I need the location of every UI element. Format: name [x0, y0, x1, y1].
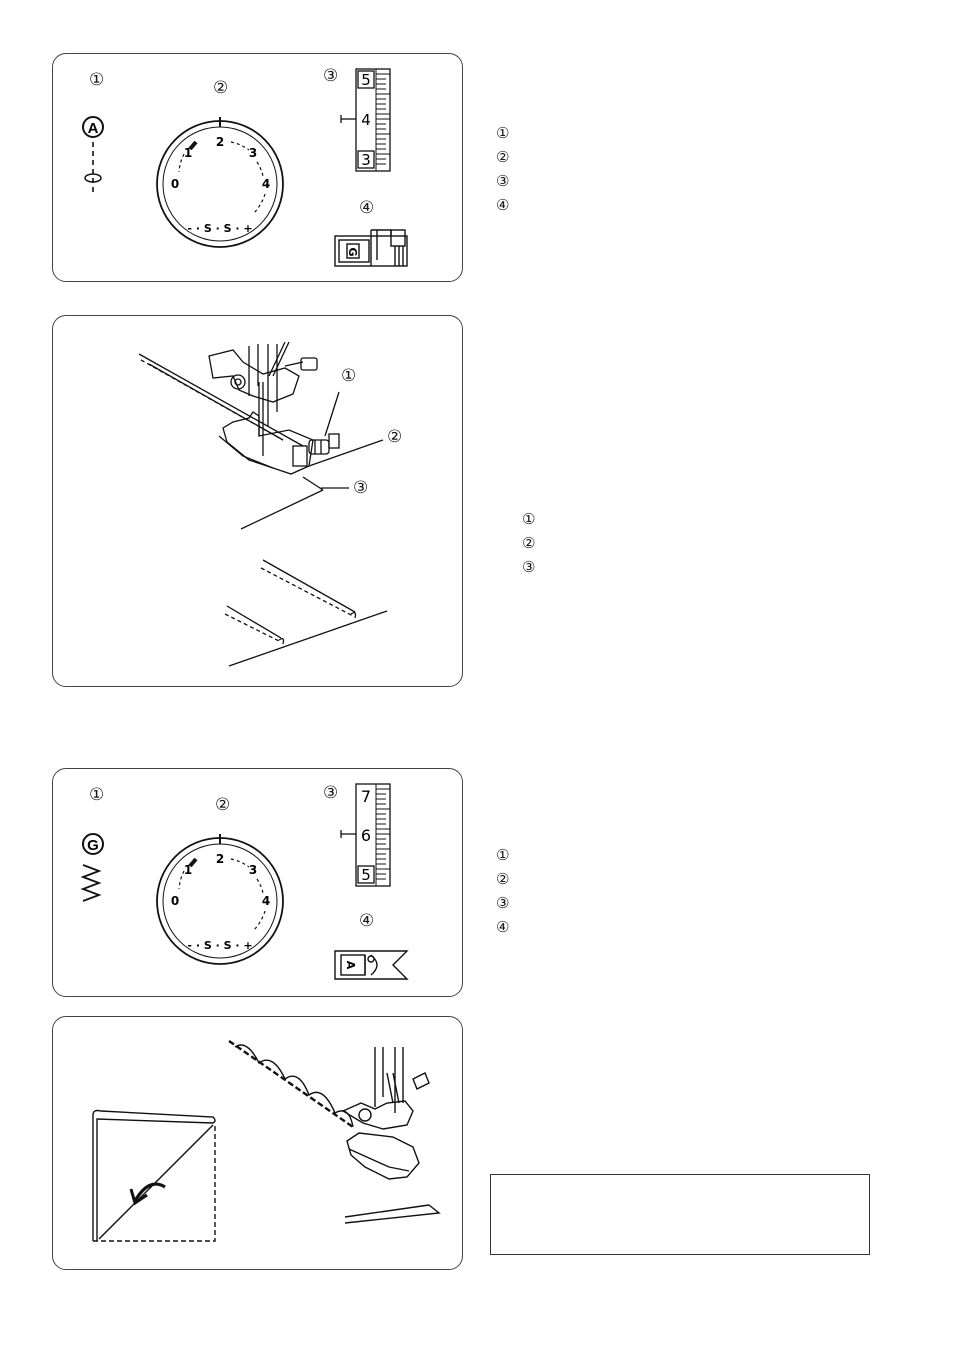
scale-num-bottom: 5 [361, 866, 371, 884]
legend-1: ① ② ③ ④ [496, 121, 509, 217]
legend-item: ③ [496, 172, 510, 190]
pattern-letter-circle [82, 833, 104, 855]
dial-num-0: 0 [171, 894, 179, 908]
settings-illustration: A 2 3 4 1 0 - · S · S · + 5 4 [82, 68, 408, 267]
dial-num-4: 4 [262, 177, 270, 191]
note-box [490, 1174, 870, 1255]
legend-item: ④ [496, 918, 510, 936]
callout-3: ③ [323, 783, 339, 803]
callout-1: ① [89, 70, 105, 90]
legend-item: ② [522, 534, 536, 552]
stitch-width-scale: 5 4 3 [340, 68, 391, 172]
pattern-letter: G [87, 837, 99, 854]
dial-ss-label: - · S · S · + [187, 939, 252, 952]
dial-num-4: 4 [262, 894, 270, 908]
dial-num-1: 1 [184, 146, 192, 160]
legend-item: ② [496, 148, 510, 166]
dial-num-1: 1 [184, 863, 192, 877]
legend-3: ① ② ③ ④ [496, 843, 509, 939]
settings-illustration: G 2 3 4 1 0 - · S · S · + 7 6 5 [80, 783, 409, 980]
pattern-letter-circle [82, 116, 104, 138]
folded-fabric [92, 1109, 216, 1241]
callout-2: ② [215, 795, 231, 815]
legend-2: ① ② ③ [522, 507, 535, 579]
callout-3: ③ [353, 478, 369, 498]
settings-panel-straight: ① ② ③ ④ A 2 3 4 1 0 - · S · S · + [52, 53, 463, 282]
dial-num-3: 3 [249, 146, 257, 160]
legend-item: ① [496, 846, 510, 864]
fold-arrow-icon [133, 1182, 166, 1202]
foot-letter: A [344, 961, 357, 970]
stitch-length-dial: 2 3 4 1 0 - · S · S · + [156, 117, 284, 248]
legend-item: ③ [496, 894, 510, 912]
scale-num-mid: 6 [361, 826, 371, 845]
dial-num-2: 2 [216, 135, 224, 149]
stitch-length-dial: 2 3 4 1 0 - · S · S · + [156, 834, 284, 965]
shell-tuck-panel [52, 1016, 463, 1270]
shell-tuck-illustration [92, 1040, 441, 1242]
legend-item: ③ [522, 558, 536, 576]
presser-foot-icon [334, 950, 409, 980]
callout-2: ② [387, 427, 403, 447]
pattern-letter: A [88, 120, 99, 137]
blind-hem-foot-panel: ① ② ③ [52, 315, 463, 687]
callout-2: ② [213, 78, 229, 98]
legend-item: ④ [496, 196, 510, 214]
scale-num-top: 7 [361, 787, 371, 806]
presser-foot-illustration [138, 341, 388, 667]
scale-num-top: 5 [361, 71, 371, 89]
callout-4: ④ [359, 198, 375, 218]
settings-panel-shell-tuck: ① ② ③ ④ G 2 3 4 1 0 - · S · S · + [52, 768, 463, 997]
foot-letter: G [346, 247, 359, 256]
dial-ss-label: - · S · S · + [187, 222, 252, 235]
scale-num-bottom: 3 [361, 151, 371, 169]
legend-item: ① [496, 124, 510, 142]
dial-num-3: 3 [249, 863, 257, 877]
stitch-width-scale: 7 6 5 [340, 783, 391, 887]
legend-item: ① [522, 510, 536, 528]
callout-1: ① [341, 366, 357, 386]
shell-tuck-scallops [234, 1044, 354, 1128]
callout-1: ① [89, 785, 105, 805]
callout-4: ④ [359, 911, 375, 931]
dial-num-0: 0 [171, 177, 179, 191]
callout-3: ③ [323, 66, 339, 86]
legend-item: ② [496, 870, 510, 888]
scale-num-mid: 4 [361, 111, 371, 129]
blind-hem-stitch-icon [80, 864, 102, 902]
needle-eye-icon [84, 173, 102, 183]
dial-num-2: 2 [216, 852, 224, 866]
presser-foot-icon [334, 229, 408, 267]
